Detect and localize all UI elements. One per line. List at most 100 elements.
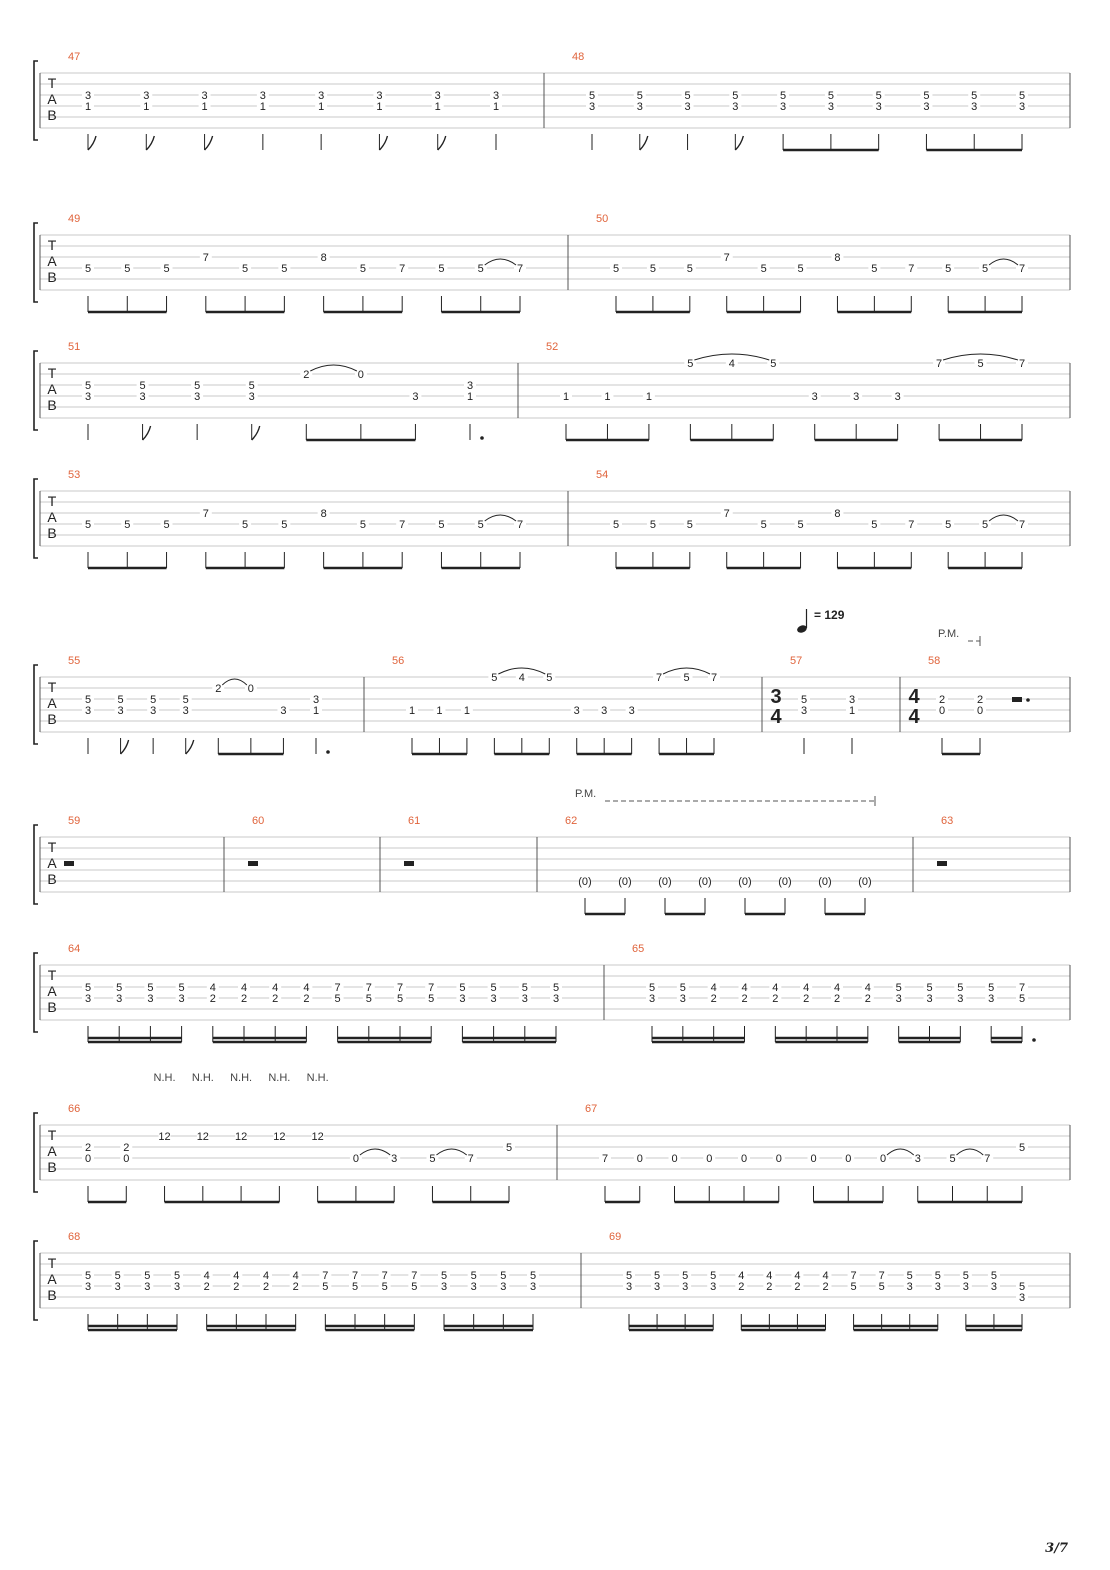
fret-number: 5 [522,982,528,994]
fret-bg [579,877,591,887]
fret-bg [601,392,614,402]
tab-clef-letter: B [47,999,56,1015]
fret-bg [959,1282,972,1292]
fret-number: (0) [698,876,711,888]
tab-clef-letter: A [47,1143,57,1159]
fret-number: 5 [249,380,255,392]
fret-bg [703,1154,716,1164]
fret-number: 0 [123,1153,129,1165]
fret-bg [244,684,257,694]
fret-bg [277,706,290,716]
tab-clef-letter: T [48,493,57,509]
fret-bg [791,1271,804,1281]
fret-bg [831,253,844,263]
tie-arc [221,678,248,686]
fret-number: 7 [724,508,730,520]
fret-bg [503,1143,515,1153]
fret-number: 5 [147,982,153,994]
fret-number: 1 [313,705,319,717]
fret-bg [120,1143,133,1153]
fret-bg [235,1132,248,1142]
fret-number: 4 [865,982,871,994]
fret-bg [310,695,322,705]
fret-bg [646,264,659,274]
fret-number: 7 [366,982,372,994]
bar-number: 57 [790,655,802,667]
fret-bg [111,1282,124,1292]
fret-number: 0 [845,1153,851,1165]
fret-bg [212,684,225,694]
fret-number: 5 [242,263,248,275]
fret-number: 5 [179,982,185,994]
half-rest [1012,697,1022,702]
fret-number: 5 [907,1270,913,1282]
fret-number: 5 [281,519,287,531]
fret-number: 5 [429,1153,435,1165]
tab-clef-letter: T [48,1255,57,1271]
fret-bg [425,994,438,1004]
fret-number: 5 [546,672,552,684]
fret-bg [514,264,526,274]
bar-number: 65 [632,943,644,955]
fret-number: 5 [1019,1281,1025,1293]
page-number: 3/7 [1045,1541,1068,1556]
fret-bg [121,264,134,274]
fret-number: 3 [710,1281,716,1293]
fret-bg [245,381,258,391]
fret-bg [113,994,126,1004]
fret-number: 5 [140,380,146,392]
fret-number: 5 [963,1270,969,1282]
fret-bg [720,509,733,519]
fret-bg [1016,1282,1028,1292]
fret-number: 4 [272,982,278,994]
fret-number: 12 [312,1131,324,1143]
tab-clef-letter: A [47,983,57,999]
tie-arc [310,364,358,372]
fret-bg [985,983,998,993]
fret-bg [931,1282,944,1292]
fret-bg [331,994,344,1004]
fret-number: 2 [303,369,309,381]
fret-bg [954,983,967,993]
bar-number: 53 [68,469,80,481]
fret-number: 3 [654,1281,660,1293]
fret-number: 3 [313,694,319,706]
time-signature-top: 4 [908,686,920,708]
fret-bg [791,1282,804,1292]
fret-bg [680,673,693,683]
fret-bg [623,1271,635,1281]
fret-number: 1 [563,391,569,403]
fret-bg [757,520,770,530]
bar-number: 48 [572,51,584,63]
fret-bg [158,1132,171,1142]
fret-bg [739,877,751,887]
fret-bg [467,1282,480,1292]
fret-number: 5 [988,982,994,994]
fret-bg [82,994,94,1004]
fret-number: 5 [654,1270,660,1282]
fret-number: 3 [896,993,902,1005]
fret-bg [82,392,94,402]
fret-bg [800,983,813,993]
bar-number: 68 [68,1231,80,1243]
fret-number: 12 [197,1131,209,1143]
fret-bg [113,983,126,993]
fret-number: 3 [183,705,189,717]
tab-clef-letter: B [47,871,56,887]
tab-clef-letter: T [48,237,57,253]
fret-number: 8 [321,252,327,264]
system-bracket [33,664,38,745]
fret-bg [396,264,409,274]
fret-bg [121,520,134,530]
fret-number: 5 [124,263,130,275]
fret-number: 5 [871,519,877,531]
fret-number: 3 [500,1281,506,1293]
fret-number: 2 [233,1281,239,1293]
fret-bg [683,520,696,530]
fret-bg [171,1271,183,1281]
fret-number: 2 [210,993,216,1005]
fret-bg [238,983,250,993]
fret-number: 5 [174,1270,180,1282]
natural-harmonic-label: N.H. [192,1072,214,1084]
